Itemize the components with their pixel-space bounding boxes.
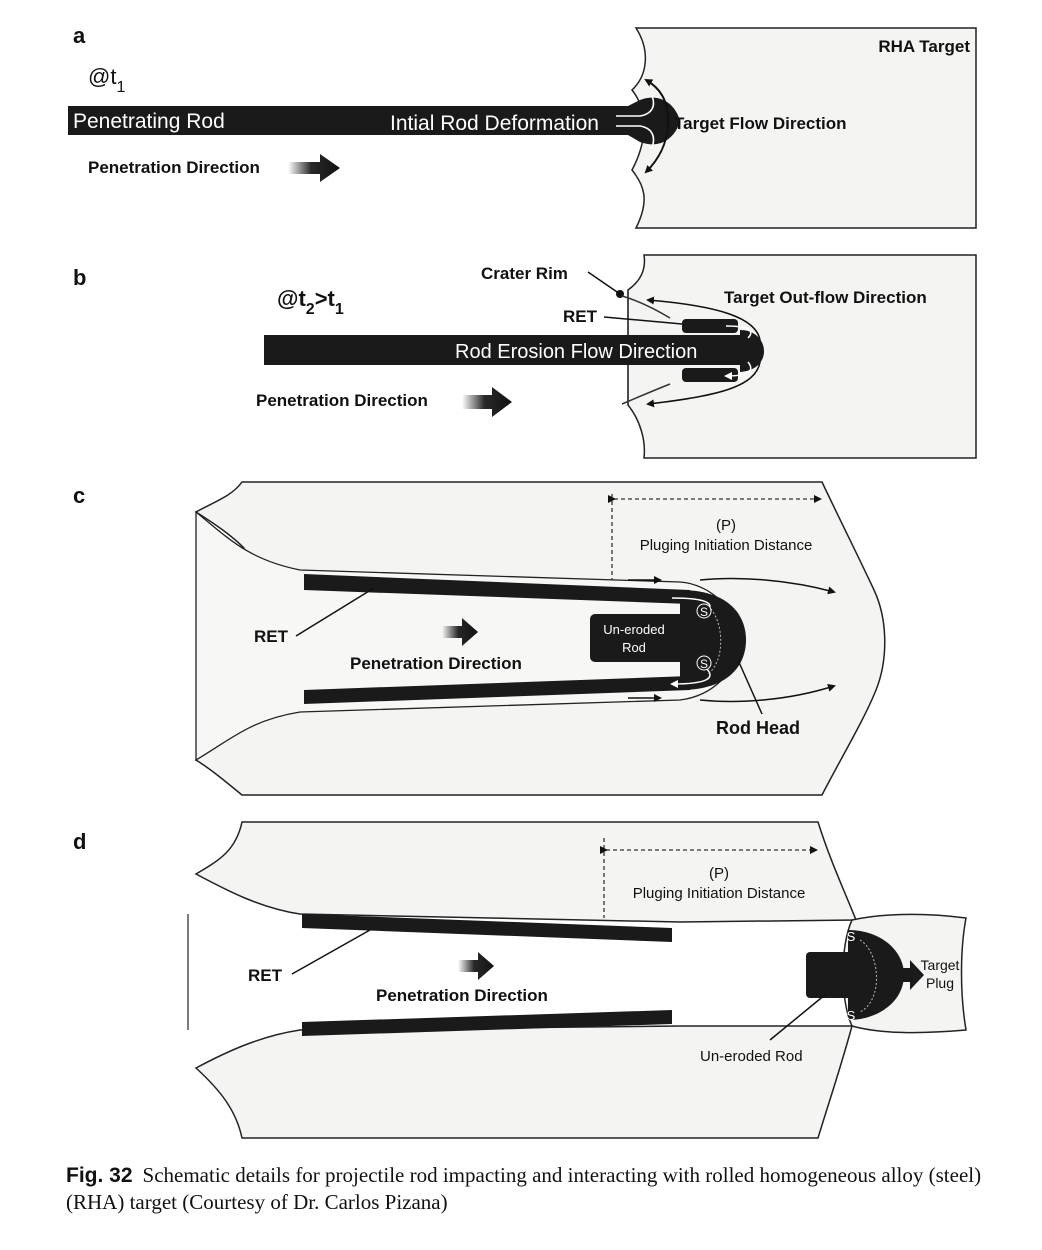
panel-d-s-upper: S xyxy=(847,929,856,944)
panel-b-outflow-arrow-up xyxy=(646,296,761,341)
panel-b-target-block xyxy=(627,254,977,459)
panel-c-s-upper-circle xyxy=(696,603,712,619)
panel-b: b @t2>t1 Crater Rim Target Out-flow Dire… xyxy=(73,254,977,459)
panel-b-outflow-arrow-down xyxy=(646,361,761,408)
panel-d-uneroded-rod xyxy=(806,952,858,998)
panel-c-s-upper: S xyxy=(700,605,708,619)
panel-b-penetration-label: Penetration Direction xyxy=(256,391,428,410)
panel-b-crater-rim-leader xyxy=(587,271,621,295)
panel-d-target-upper xyxy=(194,821,858,923)
panel-a-rod-label: Penetrating Rod xyxy=(73,110,225,133)
figure-caption-label: Fig. 32 xyxy=(66,1164,133,1187)
panel-d-uneroded-leader xyxy=(769,993,827,1041)
panel-b-ret-lower xyxy=(682,368,738,382)
panel-c-penetration-label: Penetration Direction xyxy=(350,654,522,673)
panel-c: c (P) Pluging Initiation Distance Un-ero… xyxy=(73,481,886,796)
panel-c-ret-upper xyxy=(304,574,690,604)
panel-a: a RHA Target @t1 Penetrating Rod Intial … xyxy=(68,23,977,229)
panel-a-deformation-label: Intial Rod Deformation xyxy=(390,112,599,135)
panel-c-uneroded-label-2: Rod xyxy=(622,640,646,655)
panel-d: d (P) Pluging Initiation Distance S S Ta… xyxy=(73,821,967,1139)
panel-b-letter: b xyxy=(73,265,86,290)
panel-b-erosion-label: Rod Erosion Flow Direction xyxy=(455,341,697,363)
figure-caption-text: Schematic details for projectile rod imp… xyxy=(66,1163,982,1214)
panel-a-penetration-arrow xyxy=(288,154,340,182)
panel-d-plug-arrow xyxy=(900,960,924,990)
panel-b-penetration-arrow xyxy=(462,387,512,417)
panel-d-plug-label-1: Target xyxy=(921,957,960,973)
panel-c-letter: c xyxy=(73,483,85,508)
panel-c-plug-distance-label: Pluging Initiation Distance xyxy=(640,537,813,554)
panel-d-penetration-label: Penetration Direction xyxy=(376,986,548,1005)
panel-b-rod xyxy=(264,335,744,365)
panel-b-rod-head xyxy=(740,330,765,372)
panel-b-erosion-arrows xyxy=(726,325,752,376)
panel-d-plug-label-2: Plug xyxy=(926,975,954,991)
panel-d-ret-leader xyxy=(291,929,371,975)
panel-d-shear-dots xyxy=(859,939,877,1013)
panel-d-s-lower: S xyxy=(847,1008,856,1023)
panel-c-flow-arrow-upper-long xyxy=(699,577,836,595)
panel-d-letter: d xyxy=(73,829,86,854)
panel-b-time-label: @t2>t1 xyxy=(277,286,344,318)
panel-d-ret-label: RET xyxy=(248,966,283,985)
panel-a-target-label: RHA Target xyxy=(878,37,970,56)
panel-c-ret-leader xyxy=(295,587,375,637)
panel-c-rod-head xyxy=(680,590,746,690)
panel-d-ret-upper xyxy=(302,914,672,942)
panel-c-uneroded-label-1: Un-eroded xyxy=(603,622,664,637)
panel-b-crater-rim-label: Crater Rim xyxy=(481,264,568,283)
panel-d-p-label: (P) xyxy=(709,865,729,882)
panel-c-uneroded-rod xyxy=(590,614,686,662)
panel-d-plug-distance-label: Pluging Initiation Distance xyxy=(633,885,806,902)
panel-c-rod-head-label: Rod Head xyxy=(716,718,800,738)
panel-a-penetration-label: Penetration Direction xyxy=(88,158,260,177)
panel-a-time-label: @t1 xyxy=(88,64,125,96)
panel-a-flow-arrow-up xyxy=(644,79,669,122)
panel-c-s-lower: S xyxy=(700,657,708,671)
panel-b-outflow-label: Target Out-flow Direction xyxy=(724,288,927,307)
panel-c-flow-arrow-lower-long xyxy=(699,684,836,703)
panel-b-ret-label: RET xyxy=(563,307,598,326)
panel-b-ret-leader xyxy=(603,316,683,325)
panel-c-ret-label: RET xyxy=(254,627,289,646)
panel-d-penetration-arrow xyxy=(458,952,494,980)
panel-a-letter: a xyxy=(73,23,86,48)
panel-a-deformation-lines xyxy=(616,95,655,149)
panel-a-rod xyxy=(68,106,640,135)
panel-c-penetration-arrow xyxy=(442,618,478,646)
panel-c-shear-dots xyxy=(707,605,722,675)
panel-c-rod-head-leader xyxy=(737,659,763,715)
panel-c-ret-lower xyxy=(304,676,690,704)
panel-c-p-label: (P) xyxy=(716,517,736,534)
panel-a-flow-arrow-down xyxy=(644,120,669,174)
panel-b-ret-upper xyxy=(682,319,738,333)
panel-b-crater-lip xyxy=(621,295,671,405)
panel-d-ret-lower xyxy=(302,1010,672,1036)
panel-d-target-lower xyxy=(194,1025,853,1139)
panel-d-uneroded-label: Un-eroded Rod xyxy=(700,1048,803,1065)
panel-c-s-lower-circle xyxy=(696,655,712,671)
panel-a-flow-label: Target Flow Direction xyxy=(674,114,847,133)
